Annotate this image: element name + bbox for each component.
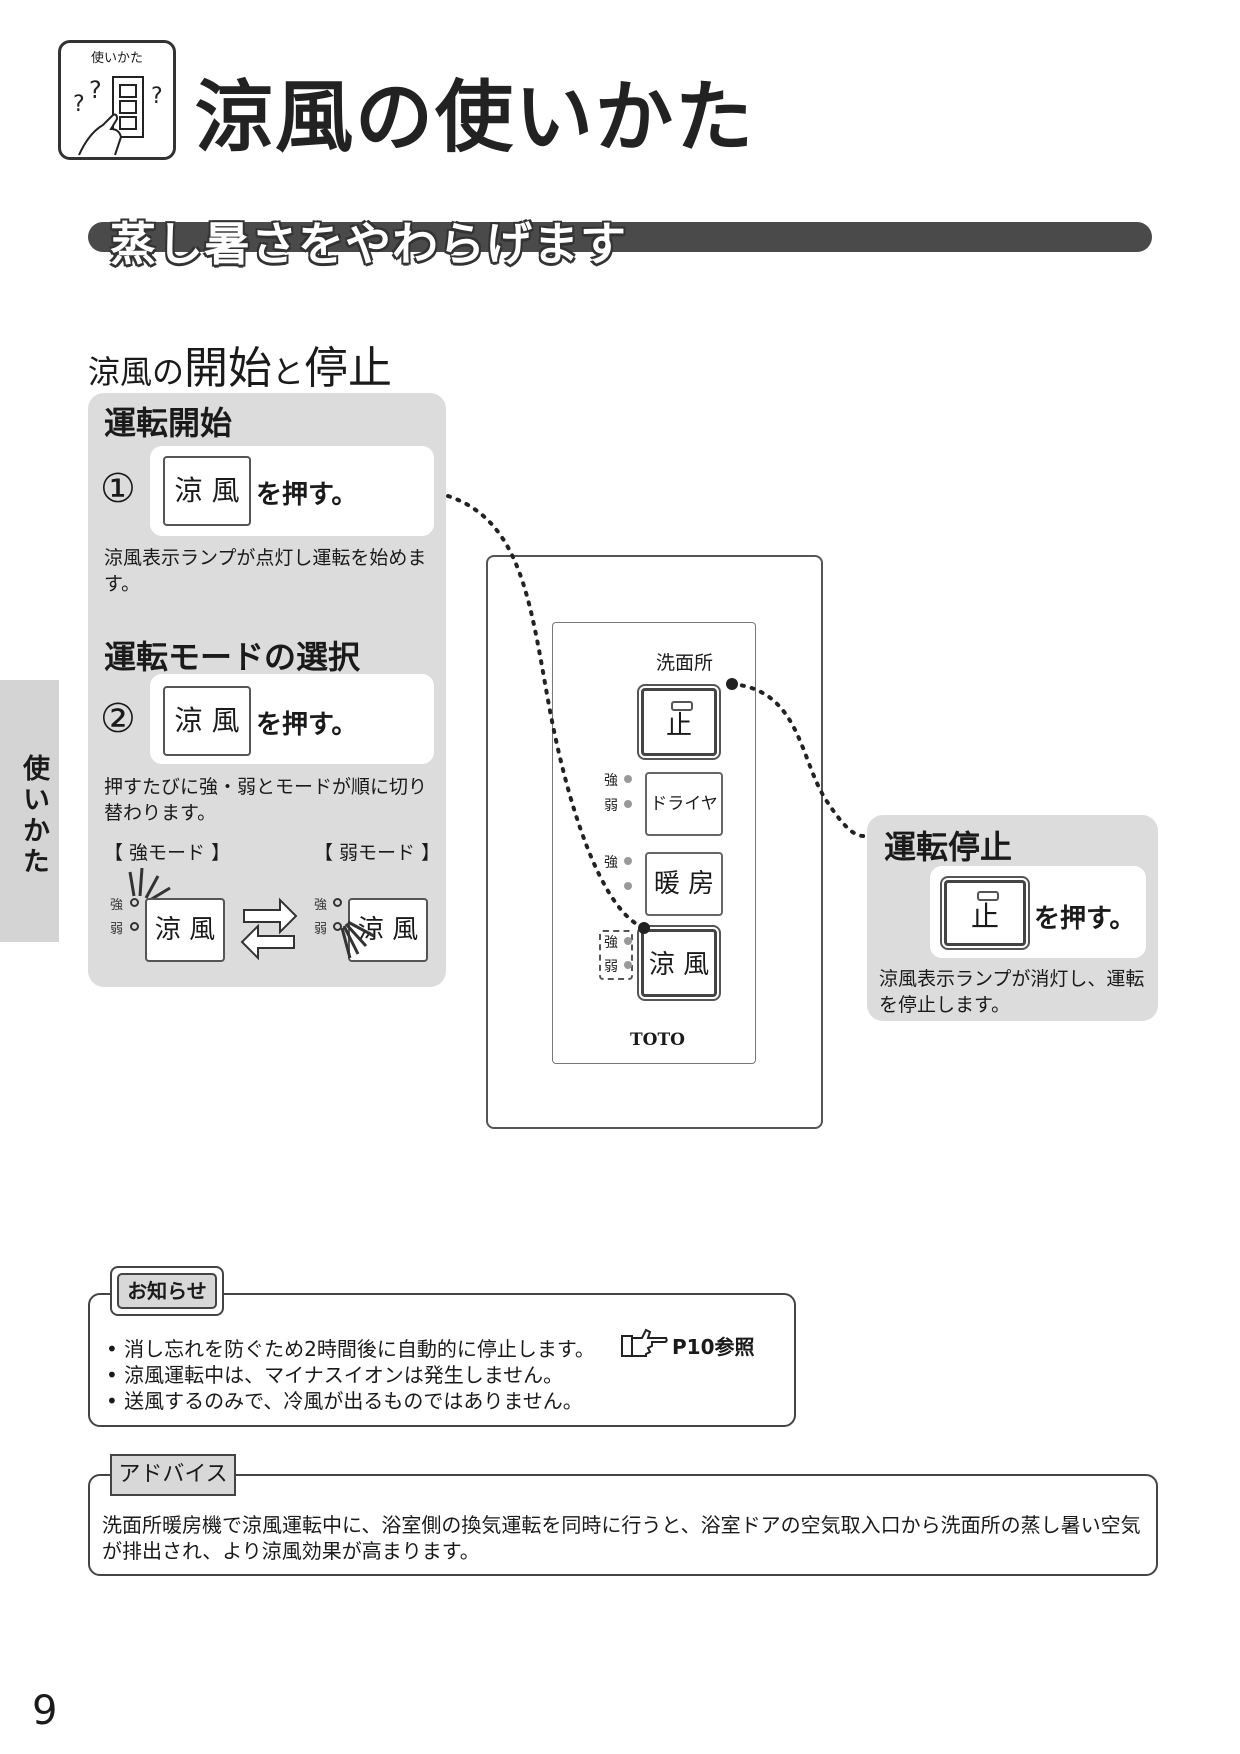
strong-indicator-lamp (130, 898, 139, 907)
heat-strong-lamp (624, 857, 632, 865)
cool-strong-lamp (624, 937, 632, 945)
weak-indicator-lamp (130, 922, 139, 931)
remote-stop-label: 止 (665, 711, 692, 741)
dryer-strong-label: 強 (604, 773, 618, 789)
stop-key-illustration: 止 (944, 880, 1026, 946)
subhead-part4: 停止 (304, 343, 393, 394)
stop-description: 涼風表示ランプが消灯し、運転を停止します。 (879, 968, 1145, 1016)
page-number: 9 (32, 1688, 58, 1734)
strong-mode-label: 【 強モード 】 (104, 842, 231, 864)
notice-label-frame: お知らせ (110, 1266, 224, 1316)
notice-item-text: 送風するのみで、冷風が出るものではありません。 (124, 1389, 583, 1413)
dryer-weak-label: 弱 (604, 798, 618, 814)
svg-text:?: ? (151, 84, 163, 109)
subhead-part3: と (272, 353, 305, 391)
subhead-part1: 涼風の (88, 353, 185, 391)
usage-icon: 使いかた ? ? ? (58, 40, 176, 160)
step1-cool-key: 涼 風 (163, 456, 251, 526)
notice-box (88, 1293, 796, 1427)
side-tab-label: 使いかた (18, 754, 49, 878)
strong-ind-label: 強 (110, 898, 124, 913)
remote-heat-button[interactable]: 暖 房 (645, 852, 723, 916)
advice-box (88, 1474, 1158, 1576)
step2-action: を押す。 (256, 710, 358, 740)
stop-title: 運転停止 (884, 828, 1013, 866)
heat-strong-label: 強 (604, 855, 618, 871)
weak-indicator-lamp-2 (333, 922, 342, 931)
start-description: 涼風表示ランプが点灯し運転を始めます。 (104, 547, 427, 595)
svg-text:?: ? (73, 92, 85, 117)
toggle-arrows-icon (240, 897, 298, 961)
notice-reference: P10参照 (672, 1335, 755, 1359)
section-banner-bar (88, 222, 1152, 252)
weak-ind-label: 弱 (110, 922, 124, 937)
section-banner-text: 蒸し暑さをやわらげます (110, 217, 627, 271)
mode-description: 押すたびに強・弱とモードが順に切り替わります。 (104, 776, 428, 824)
notice-item-text: 消し忘れを防ぐため2時間後に自動的に停止します。 (124, 1337, 595, 1361)
strong-ind-label-2: 強 (314, 898, 328, 913)
subhead-part2: 開始 (184, 343, 273, 394)
step1-number: ① (100, 466, 136, 512)
strong-indicator-lamp-2 (333, 898, 342, 907)
start-title: 運転開始 (104, 404, 233, 442)
remote-area-label: 洗面所 (656, 652, 714, 674)
step2-cool-key: 涼 風 (163, 686, 251, 756)
notice-item: • 涼風運転中は、マイナスイオンは発生しません。 (106, 1363, 564, 1387)
mode-title: 運転モードの選択 (104, 638, 361, 676)
weak-mode-label: 【 弱モード 】 (314, 842, 441, 864)
strong-mode-cool-key: 涼 風 (145, 898, 225, 962)
notice-item-text: 涼風運転中は、マイナスイオンは発生しません。 (124, 1363, 564, 1387)
pointing-hand-icon (621, 1328, 668, 1357)
cool-weak-label: 弱 (604, 959, 618, 975)
remote-stop-button[interactable]: 止 (641, 688, 717, 756)
dryer-weak-lamp (624, 800, 632, 808)
stop-lamp-icon-2 (977, 891, 999, 901)
cool-strong-label: 強 (604, 935, 618, 951)
stop-key-label: 止 (970, 900, 999, 933)
svg-text:?: ? (89, 76, 102, 104)
advice-text: 洗面所暖房機で涼風運転中に、浴室側の換気運転を同時に行うと、浴室ドアの空気取入口… (102, 1513, 1141, 1563)
page-title: 涼風の使いかた (195, 73, 756, 163)
dryer-strong-lamp (624, 775, 632, 783)
side-tab: 使いかた (0, 680, 59, 942)
stop-action: を押す。 (1034, 904, 1136, 934)
weak-ind-label-2: 弱 (314, 922, 328, 937)
advice-label: アドバイス (110, 1454, 236, 1496)
subheading: 涼風の開始と停止 (88, 332, 392, 396)
remote-cool-button[interactable]: 涼 風 (641, 929, 717, 997)
stop-lamp-icon (671, 701, 693, 711)
cool-weak-lamp (624, 961, 632, 969)
notice-item: • 消し忘れを防ぐため2時間後に自動的に停止します。 (106, 1337, 595, 1361)
step2-number: ② (100, 696, 136, 742)
lamp-glow-weak-icon (340, 920, 375, 959)
usage-icon-caption: 使いかた (90, 51, 143, 66)
brand-logo: TOTO (630, 1030, 685, 1050)
heat-weak-lamp (624, 882, 632, 890)
notice-item: • 送風するのみで、冷風が出るものではありません。 (106, 1389, 583, 1413)
switch-with-hand-icon: ? ? ? (73, 76, 163, 156)
step1-action: を押す。 (256, 480, 358, 510)
cool-indicator-highlight (599, 930, 633, 980)
notice-label: お知らせ (117, 1273, 217, 1309)
